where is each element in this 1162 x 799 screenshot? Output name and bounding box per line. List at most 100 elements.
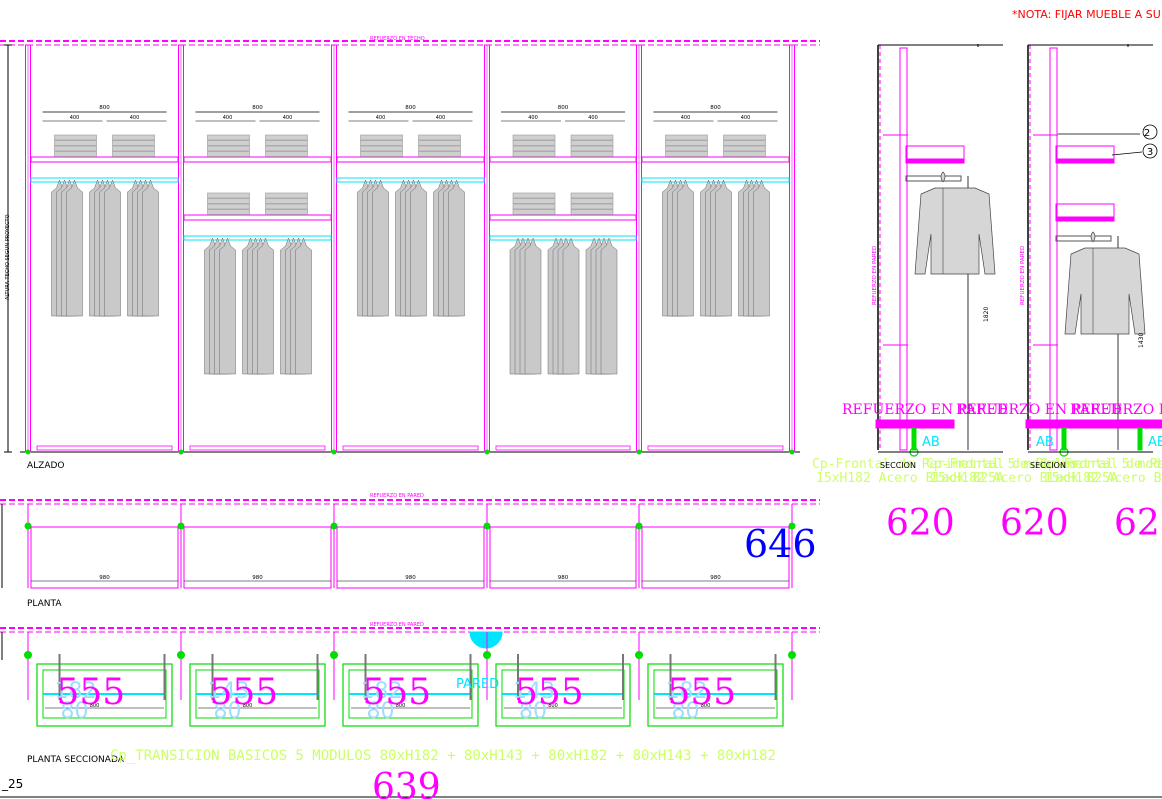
big-number-555: 555 [668, 672, 737, 713]
folded-garment [570, 209, 614, 215]
planta-dim-980: 980 [710, 575, 721, 581]
frontal-label-line1-a: Cp-Frontal de Perimetral 5 modulos [812, 457, 1078, 472]
folded-garment [54, 140, 97, 146]
dim-400-text: 400 [283, 115, 293, 121]
folded-garment [512, 203, 556, 210]
folded-garment [665, 140, 708, 146]
post-foot [25, 449, 31, 455]
folded-garment [570, 145, 614, 152]
section-base [875, 419, 955, 429]
folded-garment [265, 198, 308, 204]
jacket [1064, 231, 1146, 335]
faint-height-label: 182 [666, 679, 708, 704]
folded-garment [207, 151, 250, 157]
section-rail-tube [905, 175, 962, 182]
seccionada-dim-800: 800 [90, 703, 100, 709]
folded-garment [570, 151, 614, 157]
faint-width-label: 80 [61, 699, 89, 724]
ab-label-a: AB [922, 435, 940, 450]
frontal-label-line2-b: 15xH182 Acero Black 825A [930, 471, 1118, 486]
plinth [647, 445, 784, 451]
hanging-garment [372, 179, 389, 317]
seccionada-post-node [177, 651, 185, 659]
folded-garment [723, 140, 766, 146]
callout-2: 2 [1144, 128, 1150, 139]
seccionada-outer-box [189, 663, 326, 727]
folded-garment [360, 145, 403, 152]
seccionada-outer-box [36, 663, 173, 727]
big-number-555: 555 [210, 672, 279, 713]
pared-label: PARED [456, 677, 499, 692]
faint-height-label: 182 [55, 679, 97, 704]
planta-dim-980: 980 [405, 575, 416, 581]
folded-garment [207, 192, 250, 199]
plinth [342, 445, 479, 451]
top-shelf [183, 156, 332, 163]
seccionada-post-node [24, 651, 32, 659]
folded-garment [512, 145, 556, 152]
faint-width-label: 80 [367, 699, 395, 724]
refuerzo-vertical-a: REFUERZO EN PARED [872, 246, 878, 305]
hanging-rail [489, 235, 637, 241]
folded-garment [512, 134, 556, 141]
planta-dim-980: 980 [99, 575, 110, 581]
folded-garment [54, 145, 97, 152]
hanging-garment [295, 237, 312, 375]
note-text: *NOTA: FIJAR MUEBLE A SU [1012, 8, 1161, 21]
top-shelf [30, 156, 179, 163]
seccionada-outer-box [647, 663, 784, 727]
folded-garment [723, 134, 766, 141]
top-shelf [641, 156, 790, 163]
planta-post-node [635, 522, 643, 530]
section-base-partial [1102, 419, 1162, 429]
planta-module [336, 526, 485, 589]
folded-garment [418, 151, 461, 157]
post-foot [789, 449, 795, 455]
ab-label-b: AB [1036, 435, 1054, 450]
seccionada-dim-800: 800 [701, 703, 711, 709]
hanging-garment [562, 237, 580, 375]
refuerzo-vertical-b: REFUERZO EN PARED [1020, 246, 1026, 305]
callout-3-circle [1142, 143, 1158, 159]
faint-height-label: 182 [361, 679, 403, 704]
dim-1430: 1430 [1138, 333, 1145, 348]
seccionada-post-node [330, 651, 338, 659]
folded-garment [512, 209, 556, 215]
post-foot [484, 449, 490, 455]
faint-height-label: 143 [513, 679, 555, 704]
folded-garment [665, 145, 708, 152]
pared-semicircle [469, 631, 503, 649]
folded-garment [265, 209, 308, 215]
folded-garment [265, 134, 308, 141]
section-foot [1061, 427, 1067, 451]
dim-400-text: 400 [681, 115, 691, 121]
dim-400-text: 400 [528, 115, 538, 121]
folded-garment [665, 151, 708, 157]
hanging-garment [410, 179, 427, 317]
folded-garment [418, 134, 461, 141]
planta-dim-980: 980 [558, 575, 569, 581]
section-upright [899, 47, 908, 451]
callout-3: 3 [1147, 147, 1153, 158]
dim-800-text: 800 [710, 105, 721, 111]
big-number-62-partial: 62 [1114, 503, 1160, 544]
hanging-garment [66, 179, 83, 317]
plinth [36, 445, 173, 451]
folded-garment [207, 203, 250, 210]
folded-garment [512, 140, 556, 146]
faint-width-label: 80 [519, 699, 547, 724]
post-foot [636, 449, 642, 455]
folded-garment [570, 192, 614, 199]
section-foot-partial [1137, 427, 1143, 451]
dim-800-text: 800 [252, 105, 263, 111]
folded-garment [207, 145, 250, 152]
folded-garment [207, 209, 250, 215]
folded-garment [512, 151, 556, 157]
folded-garment [207, 140, 250, 146]
planta-module [30, 526, 179, 589]
jacket [914, 171, 996, 275]
folded-garment [512, 198, 556, 204]
frontal-label-line1-c: Cp-Frontal de Perimetral 5 modulos [1040, 457, 1162, 472]
